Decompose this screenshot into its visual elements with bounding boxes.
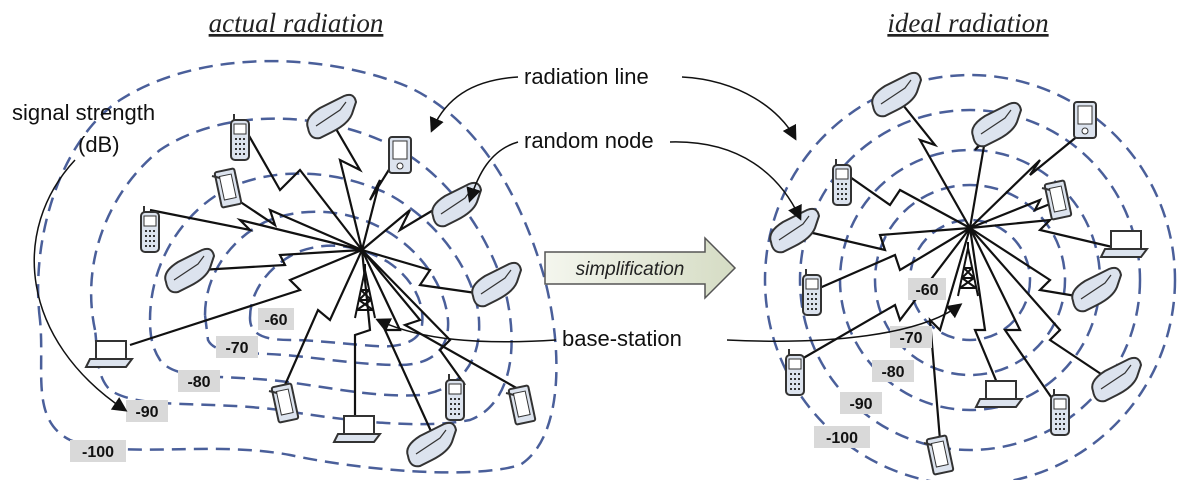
signal-strength-label: signal strength <box>12 100 155 125</box>
tablet-icon <box>923 434 955 476</box>
flip-phone-icon <box>306 93 357 140</box>
left-contour-90 <box>89 117 513 426</box>
radiation-line-label: radiation line <box>524 64 649 89</box>
right-contour-100 <box>763 73 1177 480</box>
flip-phone-icon <box>1071 266 1122 313</box>
flip-phone-icon <box>1091 356 1142 403</box>
right-nodes <box>769 71 1148 476</box>
random-node-arrow-right <box>669 141 802 221</box>
right-contour-90 <box>798 108 1142 452</box>
radiation-line-arrow-left <box>429 76 519 133</box>
left-contour-70 <box>203 210 450 367</box>
right-contour-70 <box>873 183 1067 377</box>
left-contour-60 <box>248 244 424 348</box>
laptop-icon <box>85 340 133 368</box>
left-contour-80 <box>148 172 481 397</box>
laptop-icon <box>975 380 1023 408</box>
right-level-80: -80 <box>881 364 904 381</box>
tablet-icon <box>505 384 537 426</box>
left-title: actual radiation <box>209 8 384 38</box>
flip-phone-icon <box>164 247 215 294</box>
pda-icon <box>388 136 412 174</box>
left-level-badges: -60 -70 -80 -90 -100 <box>70 308 294 462</box>
left-level-90: -90 <box>135 404 158 421</box>
cell-phone-icon <box>445 373 465 421</box>
tablet-icon <box>1041 179 1073 221</box>
pda-icon <box>1073 101 1097 139</box>
cell-phone-icon <box>802 268 822 316</box>
left-level-70: -70 <box>225 340 248 357</box>
left-contour-100 <box>36 59 558 474</box>
left-level-100: -100 <box>82 444 114 461</box>
base-station-arrow-right <box>726 303 963 342</box>
right-level-60: -60 <box>915 282 938 299</box>
random-node-arrow-left <box>466 141 519 203</box>
left-radiation-lines <box>129 109 521 441</box>
cell-phone-icon <box>832 158 852 206</box>
tablet-icon <box>268 382 300 424</box>
right-level-badges: -60 -70 -80 -90 -100 <box>814 278 946 448</box>
cell-phone-icon <box>785 348 805 396</box>
right-title: ideal radiation <box>887 8 1048 38</box>
left-level-60: -60 <box>264 312 287 329</box>
signal-strength-arrow <box>33 159 128 412</box>
base-station-arrow-left <box>375 318 557 343</box>
cell-phone-icon <box>230 113 250 161</box>
callout-arrows <box>33 76 963 412</box>
laptop-icon <box>1100 230 1148 258</box>
flip-phone-icon <box>971 101 1022 148</box>
right-level-70: -70 <box>899 330 922 347</box>
right-level-90: -90 <box>849 396 872 413</box>
cell-phone-icon <box>140 205 160 253</box>
flip-phone-icon <box>471 261 522 308</box>
flip-phone-icon <box>769 207 820 254</box>
right-radiation-lines <box>799 94 1126 441</box>
flip-phone-icon <box>871 71 922 118</box>
left-level-80: -80 <box>187 374 210 391</box>
base-station-label: base-station <box>562 326 682 351</box>
random-node-label: random node <box>524 128 654 153</box>
tablet-icon <box>211 167 243 209</box>
right-level-100: -100 <box>826 430 858 447</box>
radiation-line-arrow-right <box>681 76 797 141</box>
flip-phone-icon <box>406 421 457 468</box>
simplification-label: simplification <box>576 259 685 280</box>
signal-strength-unit-label: (dB) <box>78 132 120 157</box>
cell-phone-icon <box>1050 388 1070 436</box>
simplification-arrow: simplification <box>544 236 737 300</box>
